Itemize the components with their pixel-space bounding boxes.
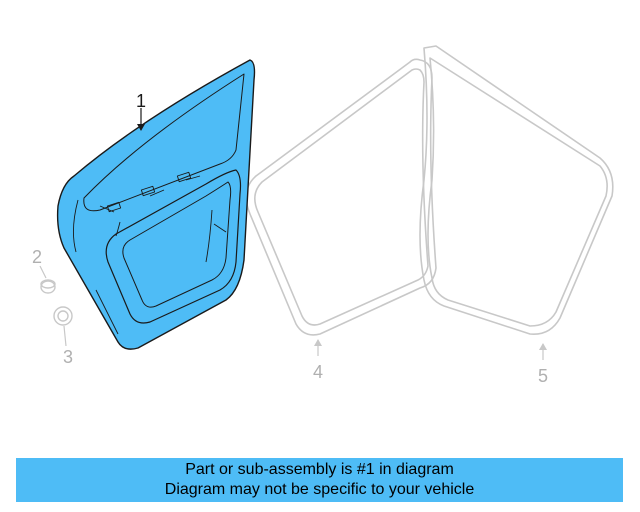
callout-3: 3: [63, 347, 73, 367]
leader-arrow-4: [314, 339, 322, 346]
door-shell-part-1: [56, 59, 256, 350]
weatherstrip-part-5: [419, 45, 614, 335]
callout-4: 4: [313, 362, 323, 382]
plug-part-2: [40, 279, 56, 294]
weatherstrip-part-4: [245, 58, 437, 336]
leader-lines: [39, 108, 547, 360]
banner-line-2: Diagram may not be specific to your vehi…: [164, 481, 475, 498]
leader-line-3: [63, 325, 67, 347]
callout-5: 5: [538, 366, 548, 386]
grommet-part-3: [53, 306, 73, 326]
disclaimer-banner: Part or sub-assembly is #1 in diagram Di…: [16, 458, 623, 502]
callout-2: 2: [32, 247, 42, 267]
callout-1: 1: [136, 91, 146, 111]
banner-line-1: Part or sub-assembly is #1 in diagram: [185, 461, 454, 478]
leader-arrow-1: [137, 124, 145, 131]
leader-line-2: [39, 265, 47, 279]
leader-arrow-5: [539, 343, 547, 350]
